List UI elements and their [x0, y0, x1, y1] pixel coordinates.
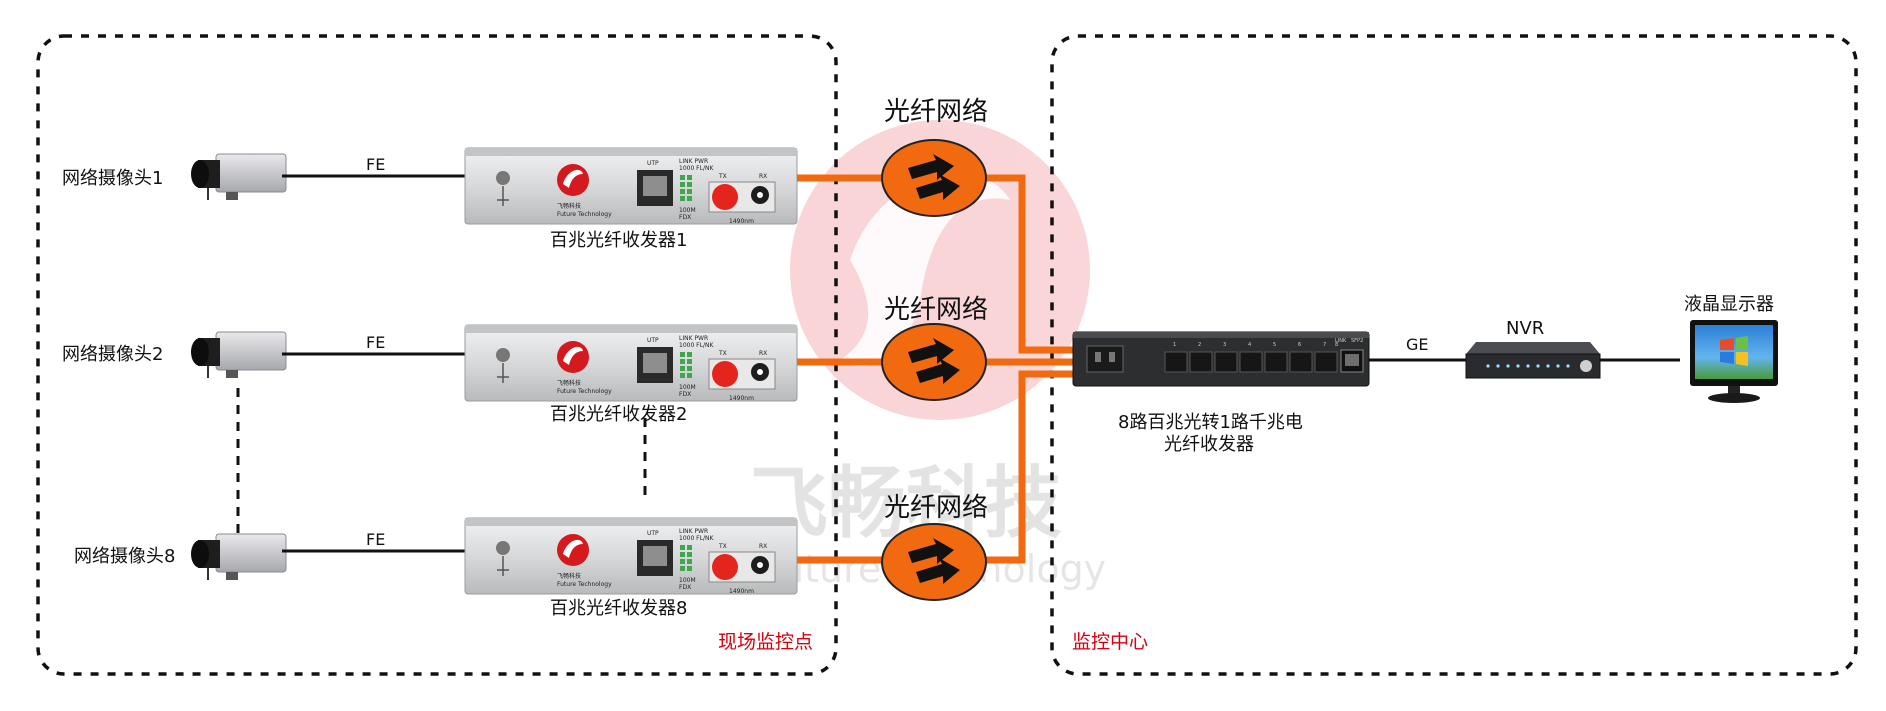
- svg-text:1000 FL/NK: 1000 FL/NK: [679, 342, 714, 349]
- svg-text:1490nm: 1490nm: [729, 395, 754, 402]
- svg-text:100M: 100M: [679, 577, 696, 584]
- svg-text:Future Technology: Future Technology: [557, 581, 612, 588]
- svg-text:UTP: UTP: [647, 160, 659, 167]
- svg-text:UTP: UTP: [647, 530, 659, 537]
- svg-text:TX: TX: [718, 350, 727, 357]
- svg-text:TX: TX: [718, 543, 727, 550]
- svg-text:2: 2: [1198, 342, 1201, 348]
- camera-label: 网络摄像头8: [74, 546, 175, 567]
- ge-link-label: GE: [1406, 335, 1429, 354]
- svg-text:4: 4: [1248, 342, 1251, 348]
- zone-label-field-site: 现场监控点: [718, 631, 813, 653]
- camera-icon: [191, 533, 287, 580]
- fiber-network-icon: [881, 139, 987, 217]
- fe-link-label: FE: [366, 333, 385, 352]
- fiber-network-label: 光纤网络: [884, 97, 988, 127]
- svg-text:1000 FL/NK: 1000 FL/NK: [679, 535, 714, 542]
- row-1: 网络摄像头1 FE 飞畅科技 Future Technology UTP LIN…: [62, 147, 798, 251]
- svg-text:7: 7: [1323, 342, 1326, 348]
- svg-text:RX: RX: [759, 543, 767, 550]
- svg-text:100M: 100M: [679, 207, 696, 214]
- svg-text:1490nm: 1490nm: [729, 218, 754, 225]
- camera-icon: [191, 153, 287, 200]
- svg-text:FDX: FDX: [679, 584, 691, 591]
- fiber-network-2: 光纤网络: [881, 295, 988, 401]
- svg-text:8: 8: [1335, 342, 1338, 348]
- svg-text:Future Technology: Future Technology: [557, 211, 612, 218]
- screw-icon: [496, 171, 510, 185]
- power-button-icon: [1580, 360, 1592, 372]
- center-transceiver-label-line2: 光纤收发器: [1164, 434, 1254, 455]
- center-transceiver-label-line1: 8路百兆光转1路千兆电: [1118, 412, 1303, 433]
- screw-icon: [496, 541, 510, 555]
- zone-label-monitor-center: 监控中心: [1072, 631, 1148, 653]
- svg-text:3: 3: [1223, 342, 1226, 348]
- svg-text:SFP2: SFP2: [1351, 338, 1363, 344]
- brand-logo-icon: [557, 164, 589, 196]
- svg-text:1: 1: [1173, 342, 1176, 348]
- svg-text:TX: TX: [718, 173, 727, 180]
- svg-text:飞畅科技: 飞畅科技: [557, 572, 581, 580]
- brand-logo-icon: [557, 341, 589, 373]
- svg-text:LINK: LINK: [1335, 338, 1347, 344]
- fiber-network-1: 光纤网络: [881, 97, 988, 217]
- svg-text:UTP: UTP: [647, 337, 659, 344]
- svg-text:100M: 100M: [679, 384, 696, 391]
- svg-text:1000 FL/NK: 1000 FL/NK: [679, 165, 714, 172]
- svg-text:RX: RX: [759, 350, 767, 357]
- camera-label: 网络摄像头2: [62, 344, 163, 365]
- sfp-ports: [1164, 351, 1338, 373]
- svg-text:FDX: FDX: [679, 391, 691, 398]
- fiber-network-8: 光纤网络: [881, 493, 988, 601]
- transceiver-device: 飞畅科技 Future Technology UTP LINK PWR 1000…: [464, 517, 798, 595]
- nvr-label: NVR: [1506, 318, 1544, 339]
- svg-text:6: 6: [1298, 342, 1301, 348]
- fe-link-label: FE: [366, 530, 385, 549]
- brand-logo-icon: [557, 534, 589, 566]
- zone-monitor-center: [1050, 34, 1858, 676]
- center-transceiver: 1 2 3 4 5 6 7 8 LINK SFP2: [1072, 331, 1370, 387]
- fiber-network-icon: [881, 323, 987, 401]
- camera-label: 网络摄像头1: [62, 168, 163, 189]
- watermark-logo: [790, 120, 1090, 420]
- svg-text:飞畅科技: 飞畅科技: [557, 379, 581, 387]
- camera-icon: [191, 331, 287, 378]
- transceiver-device: 飞畅科技 Future Technology UTP LINK PWR 1000…: [464, 147, 798, 225]
- screw-icon: [496, 348, 510, 362]
- fiber-network-label: 光纤网络: [884, 295, 988, 325]
- transceiver-label: 百兆光纤收发器1: [550, 230, 687, 251]
- svg-text:Future Technology: Future Technology: [557, 388, 612, 395]
- monitor-label: 液晶显示器: [1684, 294, 1774, 315]
- row-2: 网络摄像头2 FE 飞畅科技 Future Technology UTP LIN…: [62, 324, 798, 425]
- row-3: 网络摄像头8 FE 飞畅科技 Future Technology UTP LIN…: [74, 517, 798, 619]
- fiber-port-tx: [712, 554, 738, 580]
- svg-text:飞畅科技: 飞畅科技: [557, 202, 581, 210]
- fiber-network-icon: [881, 523, 987, 601]
- svg-text:LINK PWR: LINK PWR: [679, 528, 708, 535]
- fiber-port-tx: [712, 361, 738, 387]
- svg-text:RX: RX: [759, 173, 767, 180]
- monitor-icon: [1690, 320, 1778, 403]
- fiber-port-tx: [712, 184, 738, 210]
- svg-text:LINK PWR: LINK PWR: [679, 335, 708, 342]
- power-socket-icon: [1086, 345, 1124, 373]
- transceiver-device: 飞畅科技 Future Technology UTP LINK PWR 1000…: [464, 324, 798, 402]
- fe-link-label: FE: [366, 155, 385, 174]
- nvr-device: [1465, 342, 1601, 379]
- svg-text:1490nm: 1490nm: [729, 588, 754, 595]
- svg-text:5: 5: [1273, 342, 1276, 348]
- transceiver-label: 百兆光纤收发器2: [550, 404, 687, 425]
- fiber-network-label: 光纤网络: [884, 493, 988, 523]
- svg-text:LINK PWR: LINK PWR: [679, 158, 708, 165]
- transceiver-label: 百兆光纤收发器8: [550, 598, 687, 619]
- zone-field-site: [36, 34, 838, 676]
- svg-text:FDX: FDX: [679, 214, 691, 221]
